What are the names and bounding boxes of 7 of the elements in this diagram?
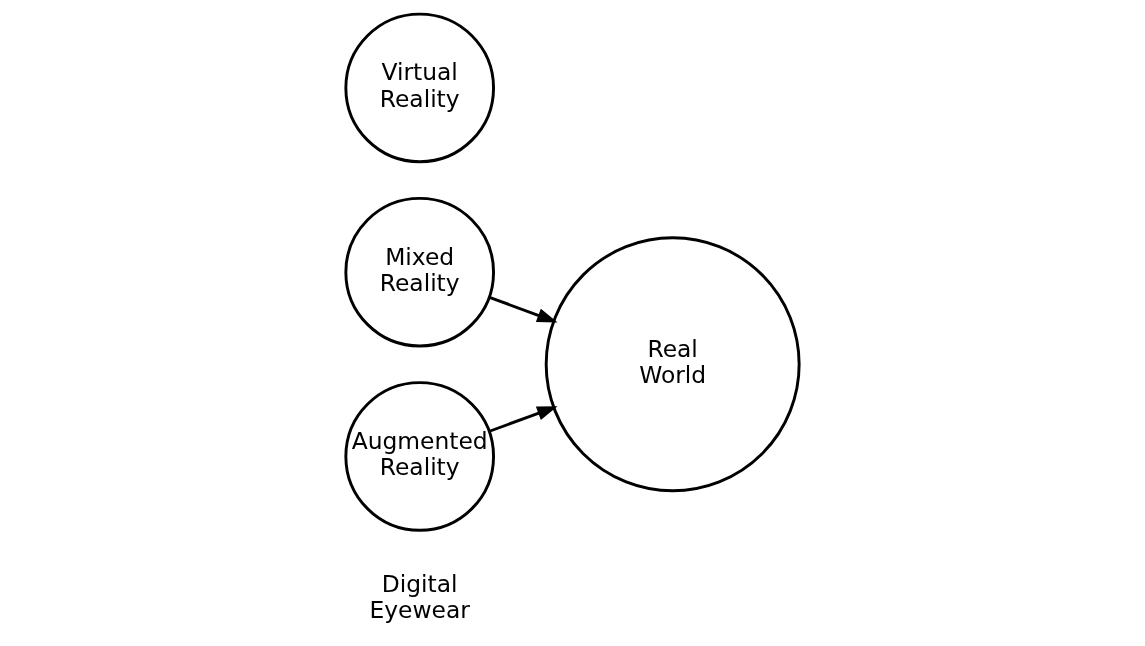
arrow <box>489 406 558 433</box>
label: Digital Eyewear <box>369 570 470 625</box>
arrow <box>489 296 558 323</box>
node-circle: Virtual Reality <box>344 12 495 164</box>
node-circle: Augmented Reality <box>344 381 495 532</box>
node-circle: Real World <box>544 236 801 493</box>
node-circle: Mixed Reality <box>344 196 495 348</box>
